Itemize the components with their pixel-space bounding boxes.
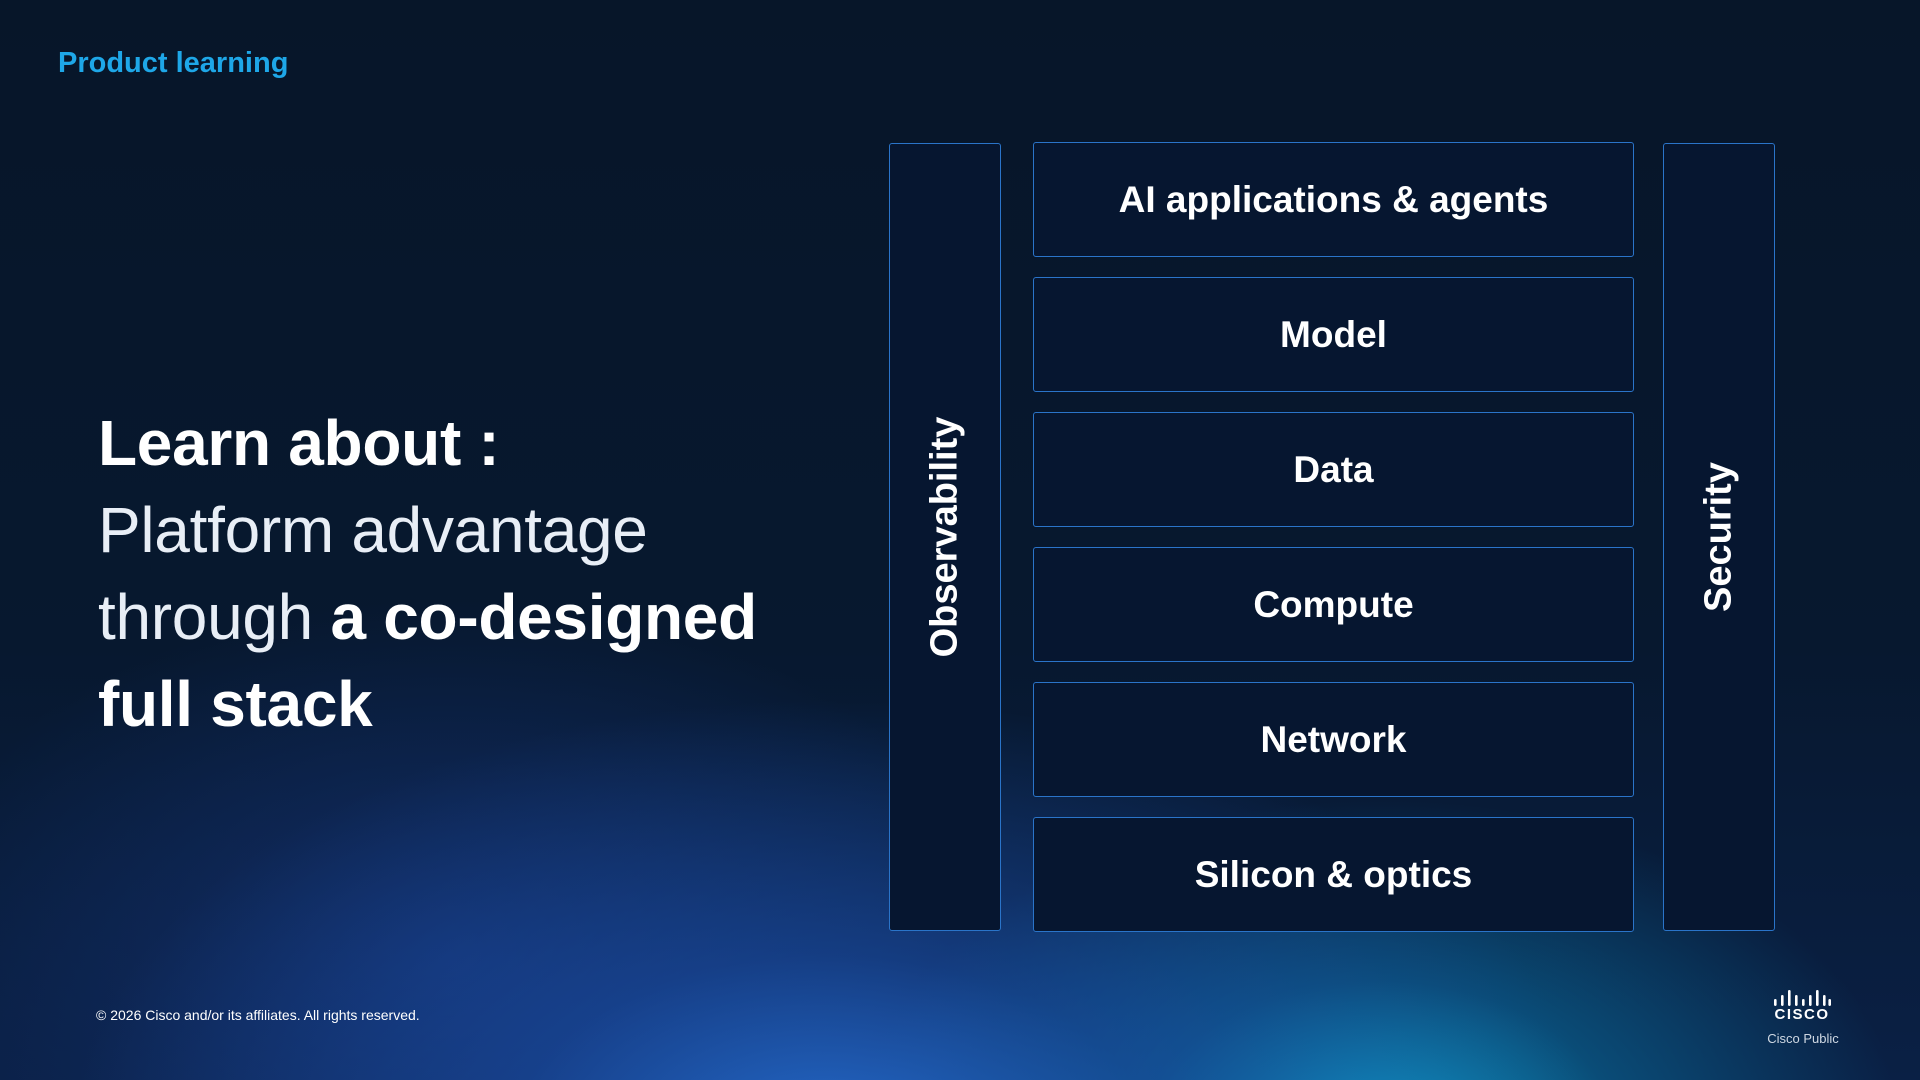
observability-label: Observability <box>923 416 966 658</box>
layer-network: Network <box>1033 682 1634 797</box>
security-label: Security <box>1697 462 1740 612</box>
cisco-wordmark: CISCO <box>1774 1006 1830 1023</box>
layer-model: Model <box>1033 277 1634 392</box>
stack-layers: AI applications & agents Model Data Comp… <box>1033 142 1634 932</box>
security-pillar: Security <box>1663 143 1775 931</box>
section-kicker: Product learning <box>58 47 289 79</box>
layer-compute: Compute <box>1033 547 1634 662</box>
headline-line-3-light: through <box>98 581 331 653</box>
layer-silicon-optics: Silicon & optics <box>1033 817 1634 932</box>
cisco-logo: CISCO <box>1762 990 1842 1022</box>
copyright-notice: © 2026 Cisco and/or its affiliates. All … <box>96 1007 420 1023</box>
headline-line-1: Learn about : <box>98 407 500 479</box>
headline-line-4: full stack <box>98 668 373 740</box>
observability-pillar: Observability <box>889 143 1001 931</box>
headline-line-3-bold: a co-designed <box>330 581 757 653</box>
layer-data: Data <box>1033 412 1634 527</box>
cisco-bridge-bars-icon <box>1774 990 1831 1006</box>
headline: Learn about : Platform advantage through… <box>98 400 858 748</box>
headline-line-2: Platform advantage <box>98 494 648 566</box>
layer-ai-applications: AI applications & agents <box>1033 142 1634 257</box>
classification-label: Cisco Public <box>1767 1031 1839 1046</box>
